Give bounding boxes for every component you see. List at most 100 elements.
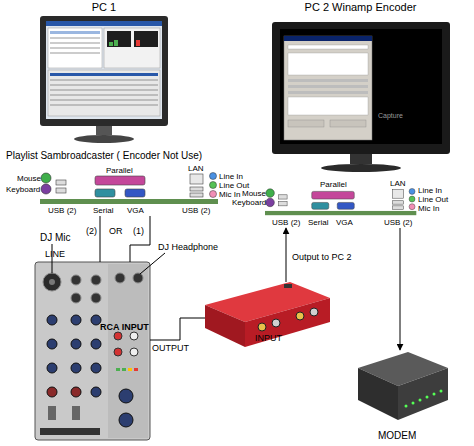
mixer-illustration bbox=[91, 315, 101, 325]
monitor-illustration bbox=[50, 37, 100, 39]
monitor-illustration bbox=[288, 85, 368, 88]
io-panel-ports bbox=[265, 188, 416, 215]
modem: MODEM bbox=[352, 350, 452, 442]
mixer-illustration bbox=[35, 262, 150, 440]
usb-audio-interface-illustration bbox=[245, 298, 330, 347]
modem-illustration bbox=[419, 399, 422, 402]
mixer-illustration bbox=[91, 387, 101, 397]
mixer-illustration bbox=[108, 264, 148, 438]
output-label: DJ Headphone bbox=[158, 242, 218, 252]
monitor-illustration bbox=[288, 45, 368, 49]
port-label: Parallel bbox=[320, 180, 347, 189]
modem-illustration bbox=[398, 368, 448, 420]
mixer-illustration bbox=[91, 293, 101, 303]
port-label: Line In bbox=[219, 172, 243, 181]
mixer-illustration bbox=[116, 368, 120, 371]
mixer-illustration bbox=[119, 389, 133, 403]
monitor-illustration bbox=[321, 164, 401, 172]
mixer-illustration bbox=[122, 368, 126, 371]
mixer-illustration bbox=[71, 315, 81, 325]
port-label: Line Out bbox=[418, 195, 448, 204]
io-panel: Playlist Sambroadcaster ( Encoder Not Us… bbox=[5, 148, 255, 216]
cable-connector bbox=[150, 318, 205, 340]
monitor-illustration bbox=[46, 21, 162, 26]
mixer-illustration bbox=[35, 262, 150, 440]
monitor-illustration bbox=[50, 84, 158, 86]
monitor-illustration bbox=[50, 52, 100, 54]
mixer-illustration bbox=[134, 368, 138, 371]
monitor-illustration bbox=[40, 16, 168, 126]
mixer-illustration bbox=[43, 273, 61, 291]
monitor-title: PC 1 bbox=[38, 1, 170, 14]
monitor-illustration bbox=[50, 104, 158, 106]
port-label: USB (2) bbox=[48, 206, 76, 215]
monitor-illustration bbox=[280, 29, 442, 144]
monitor-illustration bbox=[330, 120, 366, 127]
monitor-illustration bbox=[136, 40, 140, 46]
modem-illustration bbox=[358, 352, 448, 420]
input-label: LINE bbox=[45, 249, 65, 259]
mixer-illustration bbox=[114, 348, 122, 356]
monitor-illustration bbox=[288, 97, 368, 115]
mixer-illustration bbox=[115, 273, 125, 283]
computer-monitor: PC 2 Winamp Encoder bbox=[268, 2, 453, 174]
cable-connector bbox=[130, 216, 150, 262]
monitor-illustration bbox=[50, 31, 100, 34]
monitor-illustration bbox=[50, 99, 158, 101]
usb-audio-interface-illustration bbox=[296, 312, 304, 320]
port-label: LAN bbox=[188, 164, 204, 173]
port-label: USB (2) bbox=[384, 218, 412, 227]
port-label: Mouse bbox=[17, 174, 41, 183]
monitor-illustration bbox=[284, 36, 372, 41]
choice-label: OR bbox=[109, 226, 123, 236]
modem-illustration bbox=[358, 368, 398, 420]
device-label: MODEM bbox=[378, 430, 416, 442]
mixer-illustration bbox=[91, 275, 101, 285]
port-label: Parallel bbox=[106, 166, 133, 175]
port-label: Mic In bbox=[219, 190, 240, 199]
usb-audio-interface-illustration bbox=[310, 308, 318, 316]
monitor-illustration bbox=[350, 154, 372, 164]
audio-mixer: RCA INPUT bbox=[35, 262, 150, 440]
mixer-illustration bbox=[91, 363, 101, 373]
cable-connector bbox=[286, 228, 287, 282]
leader-line bbox=[52, 244, 165, 274]
monitor-illustration bbox=[288, 120, 324, 127]
monitor-illustration bbox=[104, 28, 160, 68]
io-panel-ports bbox=[40, 173, 218, 205]
usb-audio-interface: INPUT bbox=[205, 282, 330, 348]
monitor-illustration bbox=[50, 42, 100, 44]
port-label: Line In bbox=[418, 186, 442, 195]
input-label: DJ Mic bbox=[40, 232, 71, 244]
monitor-illustration bbox=[48, 28, 102, 68]
monitor-illustration bbox=[109, 42, 113, 46]
monitor-illustration bbox=[96, 126, 112, 135]
monitor-illustration bbox=[50, 47, 100, 49]
modem-illustration bbox=[426, 396, 429, 399]
modem-illustration bbox=[433, 393, 436, 396]
monitor-illustration bbox=[107, 31, 131, 47]
mixer-illustration bbox=[72, 406, 80, 420]
monitor-illustration bbox=[114, 40, 118, 46]
connector-label: (1) bbox=[133, 226, 144, 236]
leader-line bbox=[52, 244, 53, 273]
modem-illustration bbox=[405, 405, 408, 408]
mixer-illustration bbox=[119, 413, 133, 427]
port-label: LAN bbox=[390, 179, 406, 188]
mixer-illustration bbox=[40, 428, 100, 435]
mixer-illustration bbox=[130, 332, 138, 340]
monitor-illustration bbox=[134, 31, 158, 47]
usb-audio-interface-illustration bbox=[205, 305, 245, 347]
port-label: VGA bbox=[127, 206, 144, 215]
mixer-illustration bbox=[133, 273, 143, 283]
monitor-illustration bbox=[284, 36, 372, 140]
port-label: Keyboard bbox=[6, 185, 40, 194]
mixer-illustration bbox=[49, 279, 55, 285]
mixer-illustration bbox=[71, 339, 81, 349]
mixer-illustration bbox=[91, 339, 101, 349]
port-label: Serial bbox=[93, 206, 113, 215]
modem-illustration bbox=[412, 402, 415, 405]
port-label: Playlist Sambroadcaster ( Encoder Not Us… bbox=[6, 150, 202, 162]
